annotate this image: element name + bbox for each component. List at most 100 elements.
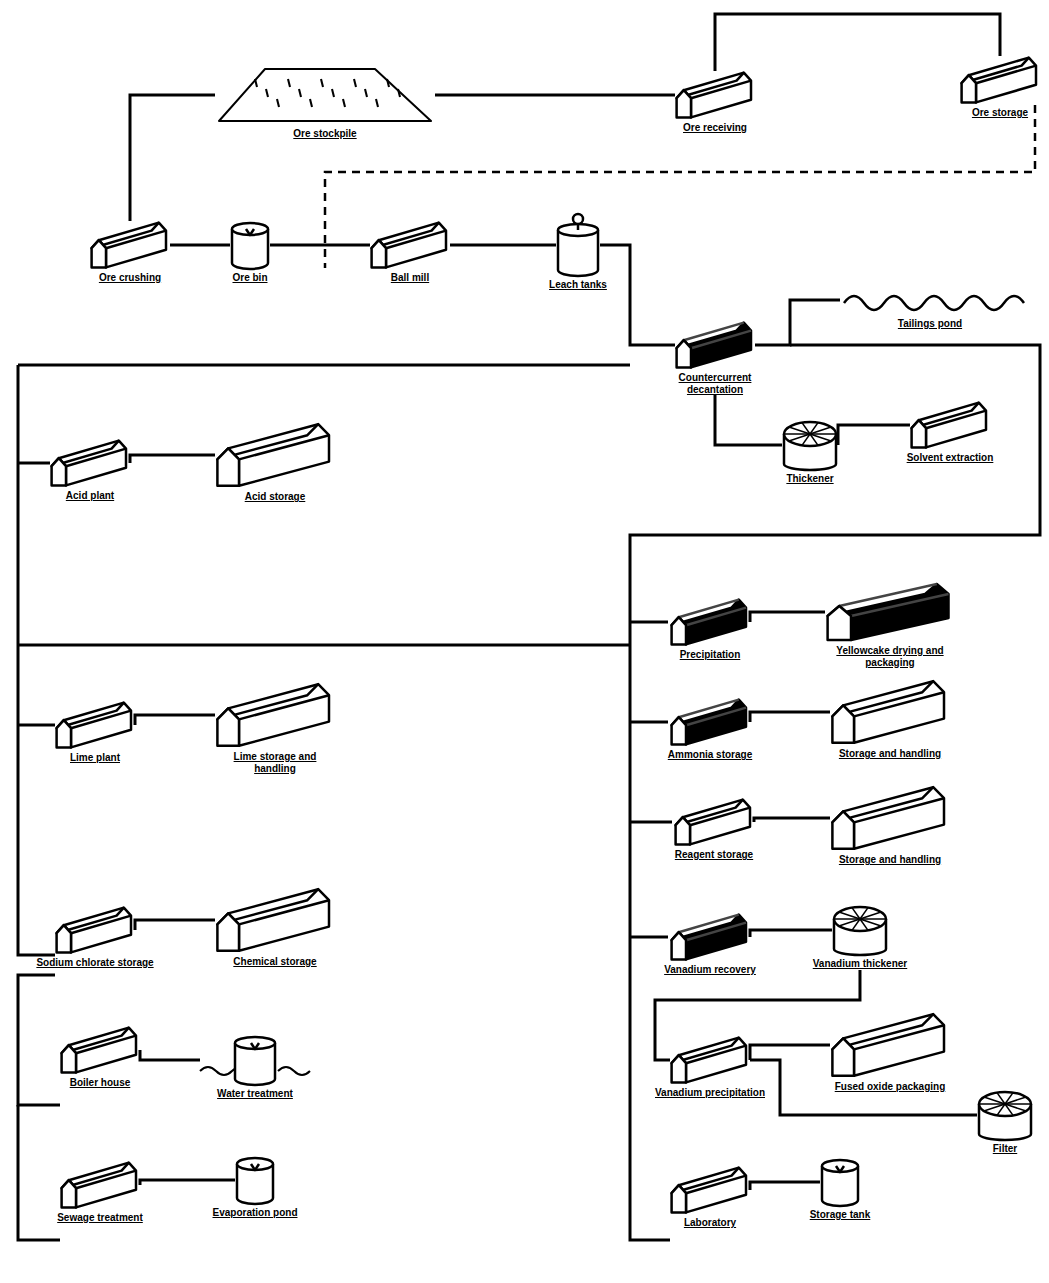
pipe-connector — [755, 300, 840, 345]
unit-icon — [235, 1156, 275, 1204]
pipe-line — [18, 644, 630, 647]
plant-unit: Ore receiving — [675, 71, 755, 134]
icon — [372, 223, 446, 268]
plant-unit: Storage tank — [808, 1158, 873, 1221]
pipe-connector — [750, 612, 825, 622]
plant-unit: Lime plant — [55, 701, 135, 764]
icon — [52, 441, 126, 486]
pipe-connector — [270, 244, 370, 247]
pipe-connector — [450, 244, 556, 247]
unit-icon — [50, 439, 130, 487]
plant-unit: Tailings pond — [840, 285, 1020, 330]
pipe-line — [630, 721, 668, 724]
pipe-connector — [655, 970, 860, 1061]
unit-label: Ore receiving — [681, 122, 749, 134]
unit-icon — [820, 1158, 860, 1206]
pipe-connector — [140, 1180, 235, 1185]
icon — [677, 73, 751, 118]
plant-unit: Ore storage — [960, 56, 1040, 119]
icon — [62, 1163, 136, 1208]
pipe-connector — [750, 1045, 830, 1060]
unit-label: Countercurrent decantation — [653, 372, 777, 395]
unit-label: Thickener — [784, 473, 835, 485]
unit-icon — [830, 785, 950, 851]
pipe-line — [18, 364, 630, 367]
unit-icon — [200, 1035, 310, 1085]
unit-icon — [830, 1012, 950, 1078]
unit-icon — [675, 71, 755, 119]
plant-unit: Water treatment — [200, 1035, 310, 1100]
unit-label: Leach tanks — [547, 279, 609, 291]
plant-unit: Thickener — [782, 420, 838, 485]
icon — [676, 800, 750, 845]
icon — [672, 600, 746, 645]
plant-unit: Storage and handling — [830, 679, 950, 760]
unit-label: Chemical storage — [231, 956, 318, 968]
plant-unit: Vanadium thickener — [811, 905, 909, 970]
icon — [57, 908, 131, 953]
plant-unit: Laboratory — [670, 1166, 750, 1229]
unit-icon — [215, 422, 335, 488]
icon — [834, 907, 886, 955]
unit-label: Sodium chlorate storage — [34, 957, 155, 969]
pipe-connector — [750, 930, 832, 937]
plant-unit: Evaporation pond — [211, 1156, 300, 1219]
unit-label: Ore bin — [230, 272, 269, 284]
unit-icon — [832, 905, 888, 955]
icon — [979, 1092, 1031, 1140]
unit-label: Water treatment — [215, 1088, 295, 1100]
pipe-connector — [170, 244, 230, 247]
icon — [672, 1038, 746, 1083]
plant-unit: Sodium chlorate storage — [34, 906, 155, 969]
unit-icon — [556, 214, 600, 276]
unit-icon — [840, 285, 1020, 315]
pipe-line — [630, 345, 1040, 1240]
unit-icon — [830, 679, 950, 745]
pipe-line — [18, 724, 55, 727]
plant-unit: Countercurrent decantation — [653, 321, 777, 395]
icon — [232, 223, 268, 269]
icon — [217, 684, 329, 746]
unit-label: Vanadium thickener — [811, 958, 909, 970]
plant-unit: Acid storage — [215, 422, 335, 503]
icon — [672, 1168, 746, 1213]
icon — [832, 787, 944, 849]
unit-label: Storage and handling — [837, 748, 943, 760]
dashed-line — [325, 105, 1035, 268]
pipe-connector — [715, 14, 1000, 71]
unit-icon — [215, 682, 335, 748]
pipe-line — [630, 936, 668, 939]
pipe-connector — [754, 818, 830, 822]
pipe-connector — [838, 425, 910, 445]
plant-unit: Lime storage and handling — [213, 682, 337, 774]
plant-unit: Sewage treatment — [55, 1161, 145, 1224]
unit-label: Ammonia storage — [666, 749, 754, 761]
pipe-connector — [715, 395, 782, 445]
unit-label: Ball mill — [389, 272, 431, 284]
plant-unit: Reagent storage — [673, 798, 755, 861]
unit-icon — [55, 906, 135, 954]
icon — [828, 584, 949, 640]
unit-icon — [977, 1090, 1033, 1140]
icon — [832, 1014, 944, 1076]
unit-icon — [670, 698, 750, 746]
icon — [784, 422, 836, 470]
unit-icon — [910, 401, 990, 449]
icon — [672, 915, 746, 960]
unit-label: Vanadium recovery — [662, 964, 758, 976]
icon — [235, 1037, 275, 1085]
plant-unit: Vanadium precipitation — [653, 1036, 767, 1099]
unit-label: Reagent storage — [673, 849, 755, 861]
unit-label: Lime storage and handling — [213, 751, 337, 774]
unit-icon — [60, 1161, 140, 1209]
unit-label: Evaporation pond — [211, 1207, 300, 1219]
unit-label: Filter — [991, 1143, 1019, 1155]
unit-icon — [670, 1036, 750, 1084]
plant-unit: Vanadium recovery — [662, 913, 758, 976]
pipe-connector — [135, 715, 215, 725]
pipe-connector — [435, 94, 675, 97]
unit-label: Acid storage — [243, 491, 308, 503]
icon — [237, 1158, 273, 1204]
unit-label: Ore crushing — [97, 272, 163, 284]
plant-unit: Ball mill — [370, 221, 450, 284]
